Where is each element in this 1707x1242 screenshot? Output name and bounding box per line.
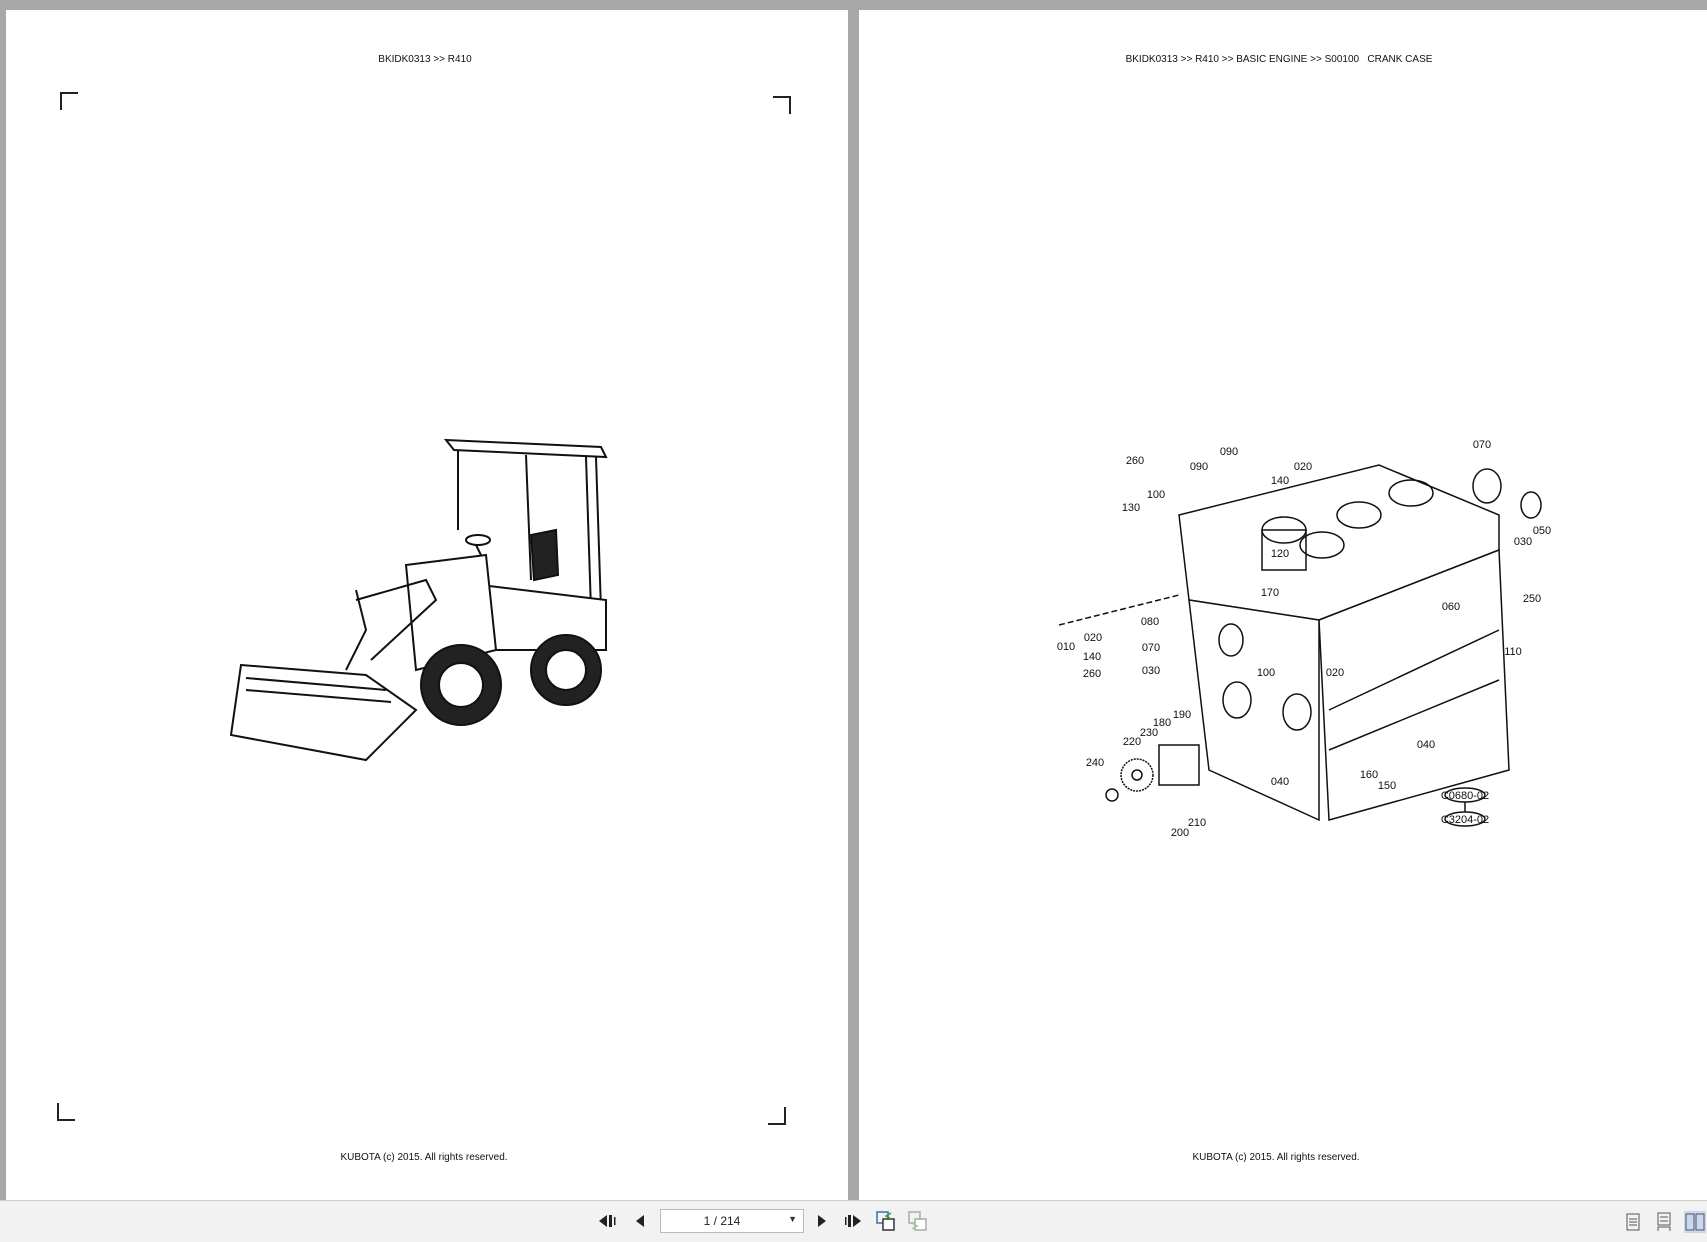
part-callout: 020 <box>1294 461 1312 473</box>
part-callout: 200 <box>1171 827 1189 839</box>
part-callout: 040 <box>1417 739 1435 751</box>
previous-page-button[interactable] <box>628 1209 652 1233</box>
part-callout: 040 <box>1271 776 1289 788</box>
part-callout: 170 <box>1261 587 1279 599</box>
part-callout: 020 <box>1084 632 1102 644</box>
page-dropdown-icon[interactable]: ▼ <box>788 1214 797 1224</box>
pdf-toolbar: 1 / 214 ▼ <box>0 1200 1707 1242</box>
last-page-button[interactable] <box>841 1209 865 1233</box>
part-callout: 160 <box>1360 769 1378 781</box>
part-callout: 070 <box>1473 439 1491 451</box>
part-callout: 120 <box>1271 548 1289 560</box>
next-page-button[interactable] <box>810 1209 834 1233</box>
last-page-icon <box>845 1215 861 1227</box>
part-callout: 070 <box>1142 642 1160 654</box>
crop-mark <box>57 1103 75 1121</box>
next-view-icon <box>908 1211 927 1231</box>
crop-mark <box>60 92 78 110</box>
part-callout: 100 <box>1257 667 1275 679</box>
page-footer: KUBOTA (c) 2015. All rights reserved. <box>1192 1152 1360 1163</box>
view-single-page[interactable] <box>1622 1211 1644 1233</box>
part-callout: 140 <box>1271 475 1289 487</box>
part-callout: 260 <box>1083 668 1101 680</box>
part-callout: 260 <box>1126 455 1144 467</box>
part-code: C3204-02 <box>1441 814 1489 826</box>
next-view-button[interactable] <box>906 1209 930 1233</box>
previous-view-button[interactable] <box>874 1209 898 1233</box>
part-callout: 230 <box>1140 727 1158 739</box>
part-callout: 060 <box>1442 601 1460 613</box>
part-callout: 030 <box>1142 665 1160 677</box>
part-code: C0680-02 <box>1441 790 1489 802</box>
wheel-loader-illustration <box>229 438 608 762</box>
part-callout: 240 <box>1086 757 1104 769</box>
pdf-page-left: BKIDK0313 >> R410 KUBOTA (c) 2015. All r… <box>6 10 848 1200</box>
part-callout: 100 <box>1147 489 1165 501</box>
part-callout: 050 <box>1533 525 1551 537</box>
crop-mark <box>768 1107 786 1125</box>
view-continuous[interactable] <box>1653 1211 1675 1233</box>
previous-view-icon <box>876 1211 895 1231</box>
part-callout: 090 <box>1220 446 1238 458</box>
first-page-icon <box>599 1215 616 1227</box>
part-callout: 080 <box>1141 616 1159 628</box>
pdf-page-right: BKIDK0313 >> R410 >> BASIC ENGINE >> S00… <box>859 10 1707 1200</box>
page-number-input[interactable]: 1 / 214 ▼ <box>660 1209 804 1233</box>
part-callout: 010 <box>1057 641 1075 653</box>
part-callout: 210 <box>1188 817 1206 829</box>
part-callout: 150 <box>1378 780 1396 792</box>
part-callout: 030 <box>1514 536 1532 548</box>
view-two-page[interactable] <box>1684 1211 1706 1233</box>
page-header: BKIDK0313 >> R410 >> BASIC ENGINE >> S00… <box>1125 54 1433 65</box>
part-callout: 220 <box>1123 736 1141 748</box>
previous-page-icon <box>636 1215 644 1227</box>
part-callout: 110 <box>1504 646 1522 658</box>
part-callout: 130 <box>1122 502 1140 514</box>
page-indicator: 1 / 214 <box>703 1214 741 1228</box>
part-callout: 190 <box>1173 709 1191 721</box>
page-header: BKIDK0313 >> R410 <box>378 54 472 65</box>
two-page-icon <box>1685 1213 1705 1231</box>
continuous-icon <box>1657 1212 1671 1231</box>
page-footer: KUBOTA (c) 2015. All rights reserved. <box>340 1152 508 1163</box>
part-callout: 020 <box>1326 667 1344 679</box>
next-page-icon <box>818 1215 826 1227</box>
first-page-button[interactable] <box>596 1209 620 1233</box>
part-callout: 250 <box>1523 593 1541 605</box>
part-callout: 090 <box>1190 461 1208 473</box>
part-callout: 140 <box>1083 651 1101 663</box>
part-callout: 180 <box>1153 717 1171 729</box>
crop-mark <box>773 96 791 114</box>
single-page-icon <box>1626 1213 1640 1231</box>
